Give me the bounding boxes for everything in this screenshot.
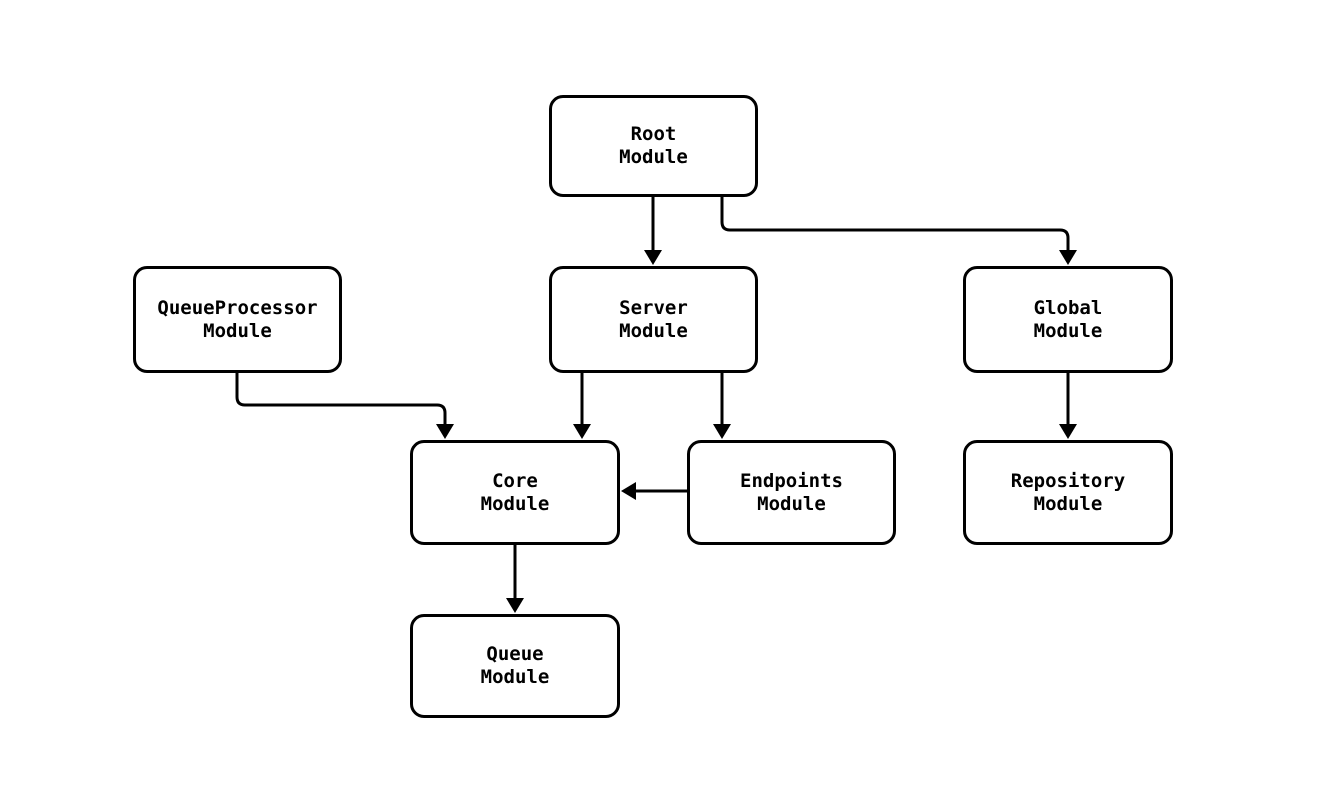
node-global-module-line2: Module (1033, 319, 1103, 342)
edge-server-to-core (573, 373, 591, 439)
node-queue-module-line1: Queue (486, 643, 544, 665)
node-core-module-line2: Module (480, 492, 550, 515)
edge-root-to-global (720, 197, 1077, 265)
node-queue-module-line2: Module (480, 666, 550, 688)
node-server-module-line2: Module (619, 319, 688, 342)
node-root-module-line1: Root (630, 123, 677, 145)
node-repository-module-line2: Module (1033, 492, 1103, 515)
node-queueprocessor-module-line2: Module (203, 319, 272, 342)
node-core-module[interactable]: Core Module (410, 440, 620, 545)
node-server-module-line1: Server (619, 296, 688, 319)
node-endpoints-module[interactable]: Endpoints Module (687, 440, 896, 545)
edge-endpoints-to-core (621, 482, 687, 500)
node-repository-module-line1: Repository (1010, 469, 1126, 492)
node-queueprocessor-module[interactable]: QueueProcessor Module (133, 266, 342, 373)
node-global-module[interactable]: Global Module (963, 266, 1173, 373)
node-root-module-line2: Module (619, 146, 688, 168)
node-queue-module[interactable]: Queue Module (410, 614, 620, 718)
edge-core-to-queue (506, 545, 524, 613)
edge-global-to-repository (1059, 373, 1077, 439)
node-core-module-line1: Core (492, 469, 538, 492)
node-root-module[interactable]: Root Module (549, 95, 758, 197)
node-server-module[interactable]: Server Module (549, 266, 758, 373)
edge-queueprocessor-to-core (235, 373, 454, 439)
edge-root-to-server (644, 197, 662, 265)
node-repository-module[interactable]: Repository Module (963, 440, 1173, 545)
edge-server-to-endpoints (713, 373, 731, 439)
node-queueprocessor-module-line1: QueueProcessor (157, 296, 318, 319)
node-global-module-line1: Global (1033, 296, 1103, 319)
node-endpoints-module-line2: Module (757, 492, 826, 515)
node-endpoints-module-line1: Endpoints (740, 469, 843, 492)
